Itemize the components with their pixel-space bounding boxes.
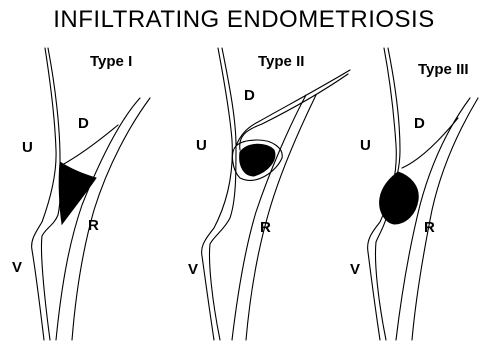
panel-type-3: Type III U D R V xyxy=(350,48,478,340)
panel-type-1-label: Type I xyxy=(90,53,132,70)
panel-type-1-lesion xyxy=(59,162,96,224)
panel-type-2-inner-wall xyxy=(209,48,236,340)
panel-type-1-label-d: D xyxy=(78,115,89,132)
panel-type-3-label-u: U xyxy=(360,137,371,154)
panel-type-2-rectum-wall xyxy=(232,95,306,340)
panel-type-2-uterus-wall xyxy=(202,48,233,340)
panel-type-2-label-v: V xyxy=(188,261,198,278)
panel-type-3-label: Type III xyxy=(418,61,469,78)
panel-type-1-label-u: U xyxy=(22,139,33,156)
panel-type-3-label-r: R xyxy=(424,219,435,236)
panel-type-1: Type I U D R V xyxy=(12,48,150,340)
panel-type-2-label-u: U xyxy=(196,137,207,154)
panel-type-3-peritoneum xyxy=(402,118,458,168)
panel-type-3-label-d: D xyxy=(414,115,425,132)
panel-type-3-lesion xyxy=(380,172,419,224)
panel-type-2-lesion xyxy=(240,144,275,176)
panel-type-2: Type II U D R V xyxy=(188,48,350,340)
panel-type-2-label-d: D xyxy=(244,87,255,104)
panel-type-2-label: Type II xyxy=(258,53,304,70)
panel-type-3-label-v: V xyxy=(350,261,360,278)
panel-type-2-rectum-wall-outer xyxy=(246,95,316,340)
panel-type-2-label-r: R xyxy=(260,219,271,236)
panel-type-1-label-v: V xyxy=(12,259,22,276)
panel-type-2-peritoneal-fold-inner xyxy=(240,74,348,150)
panel-type-1-label-r: R xyxy=(88,217,99,234)
panel-type-1-uterus-wall xyxy=(32,48,56,340)
panel-type-3-rectum-wall-outer xyxy=(412,98,478,340)
panel-type-1-rectum-wall-outer xyxy=(72,98,150,340)
